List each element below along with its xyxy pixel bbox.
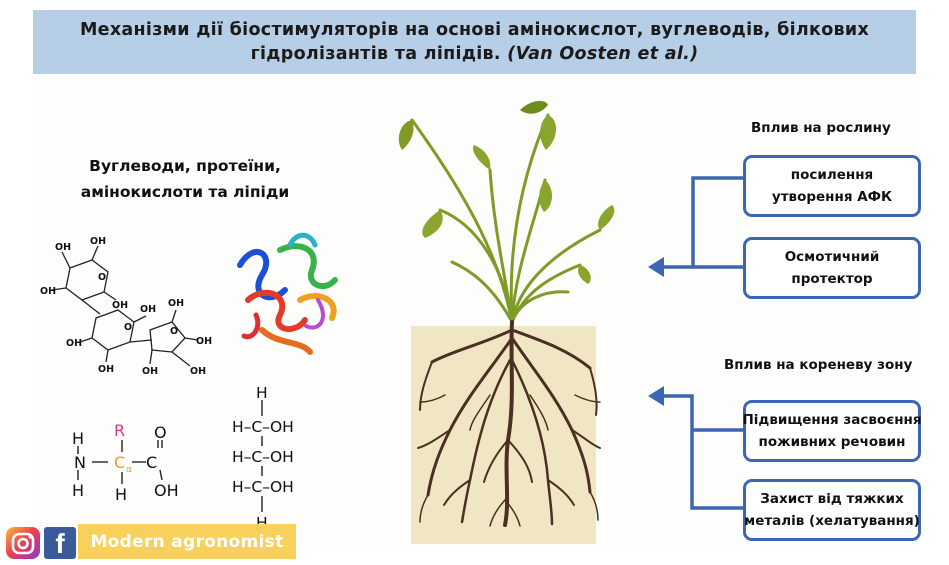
amino-acid-structure bbox=[77, 440, 163, 484]
svg-text:O: O bbox=[98, 272, 106, 283]
svg-text:H: H bbox=[72, 481, 84, 500]
svg-text:C: C bbox=[114, 453, 125, 472]
root-effects-bracket bbox=[660, 394, 744, 510]
sugar-labels: OH OH OH OH OH OH OH OH OH OH OH O O O bbox=[40, 236, 212, 377]
svg-text:α: α bbox=[126, 465, 132, 475]
effect-box-ros-line-1: посилення bbox=[790, 167, 874, 183]
svg-text:R: R bbox=[114, 421, 125, 440]
root-effects-arrowhead bbox=[648, 386, 664, 406]
svg-text:OH: OH bbox=[140, 304, 156, 315]
sugar-structure bbox=[51, 245, 199, 367]
plant-leaves bbox=[398, 100, 615, 284]
svg-text:OH: OH bbox=[98, 364, 114, 375]
root-effects-heading: Вплив на кореневу зону bbox=[724, 357, 913, 373]
effect-box-heavy-metals-line-1: Захист від тяжких bbox=[760, 491, 904, 507]
amino-acid-labels: H N H R C α H C O OH bbox=[72, 421, 179, 504]
title-line-1: Механізми дії біостимуляторів на основі … bbox=[79, 20, 870, 40]
glycerol-labels: H H–C–OH H–C–OH H–C–OH H bbox=[232, 384, 294, 532]
effect-box-ros-line-2: утворення АФК bbox=[771, 189, 893, 205]
svg-text:OH: OH bbox=[168, 298, 184, 309]
brand-label[interactable]: Modern agronomist bbox=[78, 524, 296, 559]
protein-structure bbox=[237, 232, 338, 355]
svg-text:H: H bbox=[256, 514, 268, 532]
effect-box-heavy-metals-line-2: металів (хелатування) bbox=[744, 513, 920, 529]
svg-text:OH: OH bbox=[90, 236, 106, 247]
effect-box-heavy-metals: Захист від тяжких металів (хелатування) bbox=[743, 479, 921, 541]
plant-effects-arrowhead bbox=[648, 257, 664, 277]
svg-text:H: H bbox=[115, 485, 127, 504]
svg-text:OH: OH bbox=[154, 481, 179, 500]
effect-box-osmotic-line-1: Осмотичний bbox=[784, 249, 880, 265]
title-citation: (Van Oosten et al.) bbox=[507, 44, 699, 64]
svg-text:H–C–OH: H–C–OH bbox=[232, 418, 294, 436]
title-band bbox=[33, 10, 916, 74]
svg-text:C: C bbox=[146, 453, 157, 472]
effect-box-ros: посилення утворення АФК bbox=[743, 155, 921, 217]
left-heading-line-1: Вуглеводи, протеїни, bbox=[89, 157, 281, 175]
svg-text:H–C–OH: H–C–OH bbox=[232, 478, 294, 496]
plant-roots bbox=[417, 320, 601, 527]
svg-text:OH: OH bbox=[40, 286, 56, 297]
svg-text:O: O bbox=[154, 423, 167, 442]
plant-effects-heading: Вплив на рослину bbox=[751, 120, 891, 136]
effect-box-osmotic-line-2: протектор bbox=[791, 271, 873, 287]
svg-text:N: N bbox=[74, 453, 86, 472]
svg-text:OH: OH bbox=[196, 336, 212, 347]
effect-box-nutrients-line-2: поживних речовин bbox=[758, 434, 906, 450]
title-line-2: гідролізантів та ліпідів. (Van Oosten et… bbox=[251, 42, 699, 66]
svg-text:OH: OH bbox=[66, 338, 82, 349]
effect-box-nutrients: Підвищення засвоєння поживних речовин bbox=[742, 400, 922, 462]
page-title: Механізми дії біостимуляторів на основі … bbox=[33, 10, 916, 74]
svg-text:OH: OH bbox=[55, 242, 71, 253]
svg-text:OH: OH bbox=[142, 366, 158, 377]
svg-text:OH: OH bbox=[112, 300, 128, 311]
facebook-icon[interactable]: f bbox=[44, 527, 76, 559]
effect-box-osmotic: Осмотичний протектор bbox=[743, 237, 921, 299]
svg-text:OH: OH bbox=[190, 366, 206, 377]
svg-text:H–C–OH: H–C–OH bbox=[232, 448, 294, 466]
effect-box-nutrients-line-1: Підвищення засвоєння bbox=[742, 412, 922, 428]
svg-text:O: O bbox=[124, 322, 132, 333]
svg-text:O: O bbox=[170, 326, 178, 337]
plant-effects-bracket bbox=[660, 176, 744, 269]
title-line-2-text: гідролізантів та ліпідів. bbox=[250, 44, 501, 64]
left-heading-line-2: амінокислоти та ліпіди bbox=[80, 183, 290, 201]
svg-text:H: H bbox=[72, 429, 84, 448]
left-heading: Вуглеводи, протеїни, амінокислоти та ліп… bbox=[60, 153, 310, 205]
svg-text:H: H bbox=[256, 384, 268, 402]
